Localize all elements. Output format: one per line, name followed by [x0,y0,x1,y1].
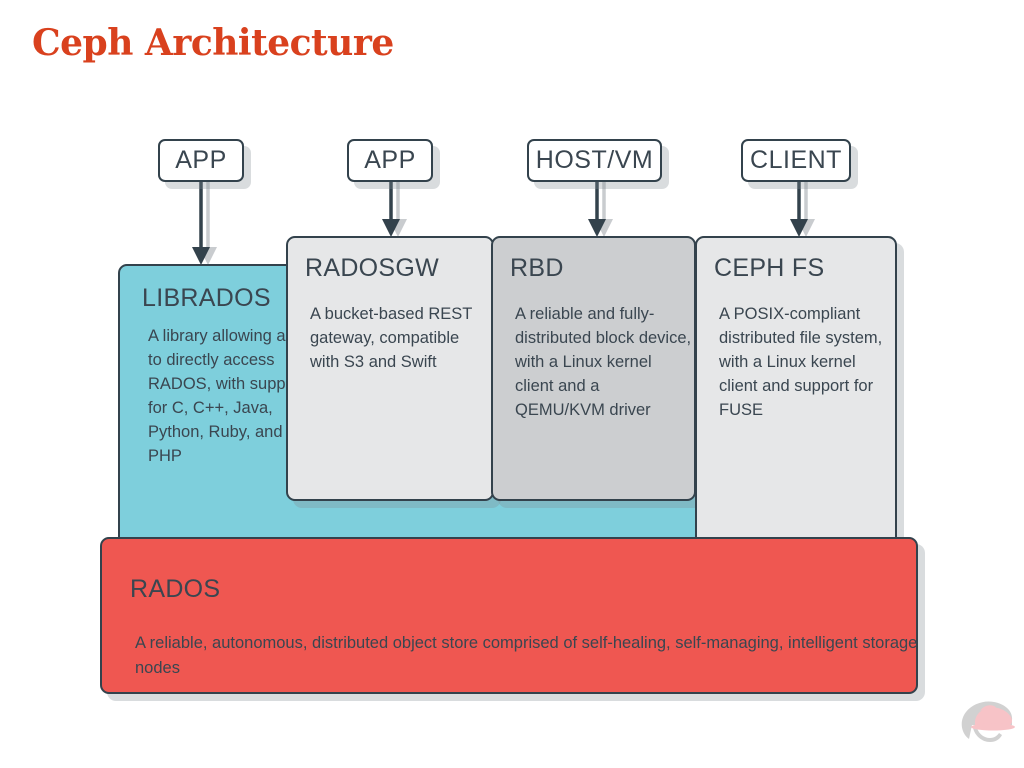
client-box-host-vm[interactable]: HOST/VM [527,139,662,182]
client-box-app-1[interactable]: APP [158,139,244,182]
client-box-label: APP [175,146,227,174]
client-box-label: APP [364,146,416,174]
panel-cephfs-body: A POSIX-compliant distributed file syste… [719,305,883,420]
page-title: Ceph Architecture [32,22,394,64]
arrow-hostvm-to-rbd [588,181,613,237]
arrow-client-to-cephfs [790,181,815,237]
panel-librados-title: LIBRADOS [142,284,271,312]
panel-rados[interactable]: RADOS A reliable, autonomous, distribute… [100,537,918,694]
panel-rbd[interactable]: RBD A reliable and fully-distributed blo… [491,236,696,501]
arrow-app1-to-librados [192,181,217,265]
client-box-client[interactable]: CLIENT [741,139,851,182]
client-box-app-2[interactable]: APP [347,139,433,182]
red-hat-shadowman-logo [961,701,1015,742]
panel-rbd-body: A reliable and fully-distributed block d… [515,305,692,420]
panel-rbd-title: RBD [510,254,564,282]
panel-rados-title: RADOS [130,575,221,603]
panel-librados-body: A library allowing apps to directly acce… [148,327,313,466]
client-box-label: CLIENT [750,146,842,174]
panel-cephfs-title: CEPH FS [714,254,825,282]
client-box-label: HOST/VM [535,146,654,174]
panel-radosgw-body: A bucket-based REST gateway, compatible … [310,305,473,372]
panel-cephfs[interactable]: CEPH FS A POSIX-compliant distributed fi… [695,236,897,562]
panel-rados-body: A reliable, autonomous, distributed obje… [135,634,918,677]
panel-radosgw[interactable]: RADOSGW A bucket-based REST gateway, com… [286,236,494,501]
arrow-app2-to-radosgw [382,181,407,237]
panel-radosgw-title: RADOSGW [305,254,440,282]
